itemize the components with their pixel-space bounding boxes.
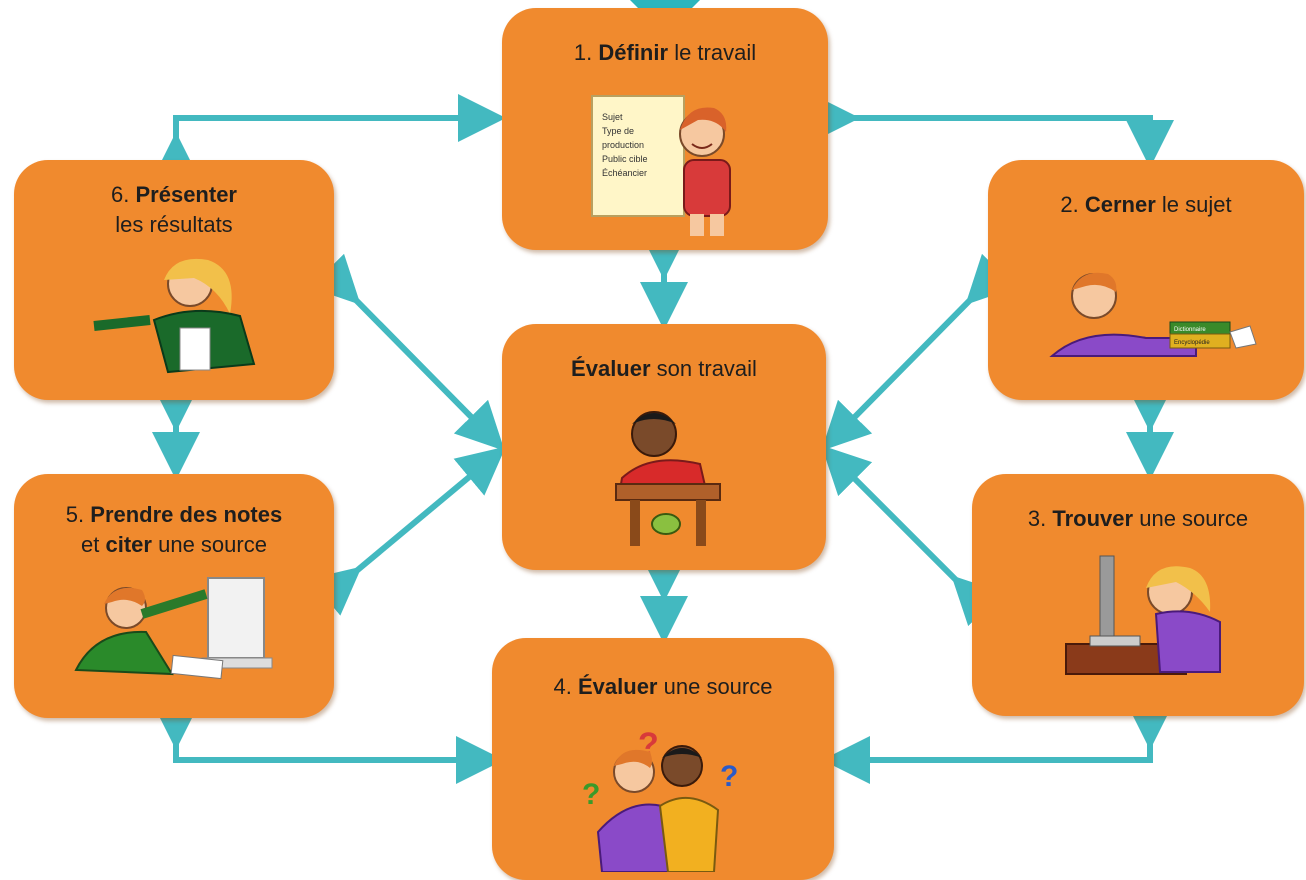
step-define-box: 1. Définir le travail Sujet Type de prod… (502, 8, 828, 250)
step-assess-box: 4. Évaluer une source ? ? ? (492, 638, 834, 880)
girl-at-computer-icon (1060, 552, 1250, 682)
step-present-title: 6. Présenter les résultats (111, 182, 237, 237)
step-present-box: 6. Présenter les résultats (14, 160, 334, 400)
board-line-3: production (602, 140, 644, 150)
arrow-present-evaluate (309, 253, 505, 451)
step-find-box: 3. Trouver une source (972, 474, 1304, 716)
step-scope-title: 2. Cerner le sujet (1060, 192, 1232, 217)
kids-with-question-marks-icon: ? ? ? (578, 722, 758, 873)
arrow-notes-assess (152, 702, 504, 784)
arrow-scope-evaluate (821, 253, 1017, 451)
arrow-present-define (152, 94, 506, 180)
step-assess-title: 4. Évaluer une source (553, 674, 773, 699)
svg-text:?: ? (720, 760, 738, 793)
boy-pointing-at-screen-icon (72, 574, 282, 684)
arrow-define-scope (812, 94, 1174, 168)
board-line-5: Échéancier (602, 168, 647, 178)
book-label-2: Encyclopédie (1174, 340, 1210, 346)
step-find-title: 3. Trouver une source (1027, 506, 1249, 531)
thinking-student-icon (610, 402, 730, 552)
step-notes-title: 5. Prendre des notes et citer une source (65, 502, 283, 557)
board-line-1: Sujet (602, 112, 623, 122)
boy-reading-books-icon: Dictionnaire Encyclopédie (1046, 260, 1266, 370)
girl-with-board-icon: Sujet Type de production Public cible Éc… (588, 90, 748, 240)
step-scope-box: 2. Cerner le sujet Dictionnaire Encyclop… (988, 160, 1304, 400)
arrow-find-assess (822, 702, 1174, 784)
arrow-find-evaluate (821, 445, 1003, 627)
book-label-1: Dictionnaire (1174, 327, 1206, 333)
board-line-4: Public cible (602, 154, 648, 164)
arrow-notes-evaluate (309, 446, 506, 616)
evaluate-work-box: Évaluer son travail (502, 324, 826, 570)
step-notes-box: 5. Prendre des notes et citer une source (14, 474, 334, 718)
presenter-icon (84, 254, 274, 384)
evaluate-work-title: Évaluer son travail (571, 356, 757, 381)
step-define-title: 1. Définir le travail (573, 40, 757, 65)
board-line-2: Type de (602, 126, 634, 136)
svg-text:?: ? (582, 778, 600, 811)
